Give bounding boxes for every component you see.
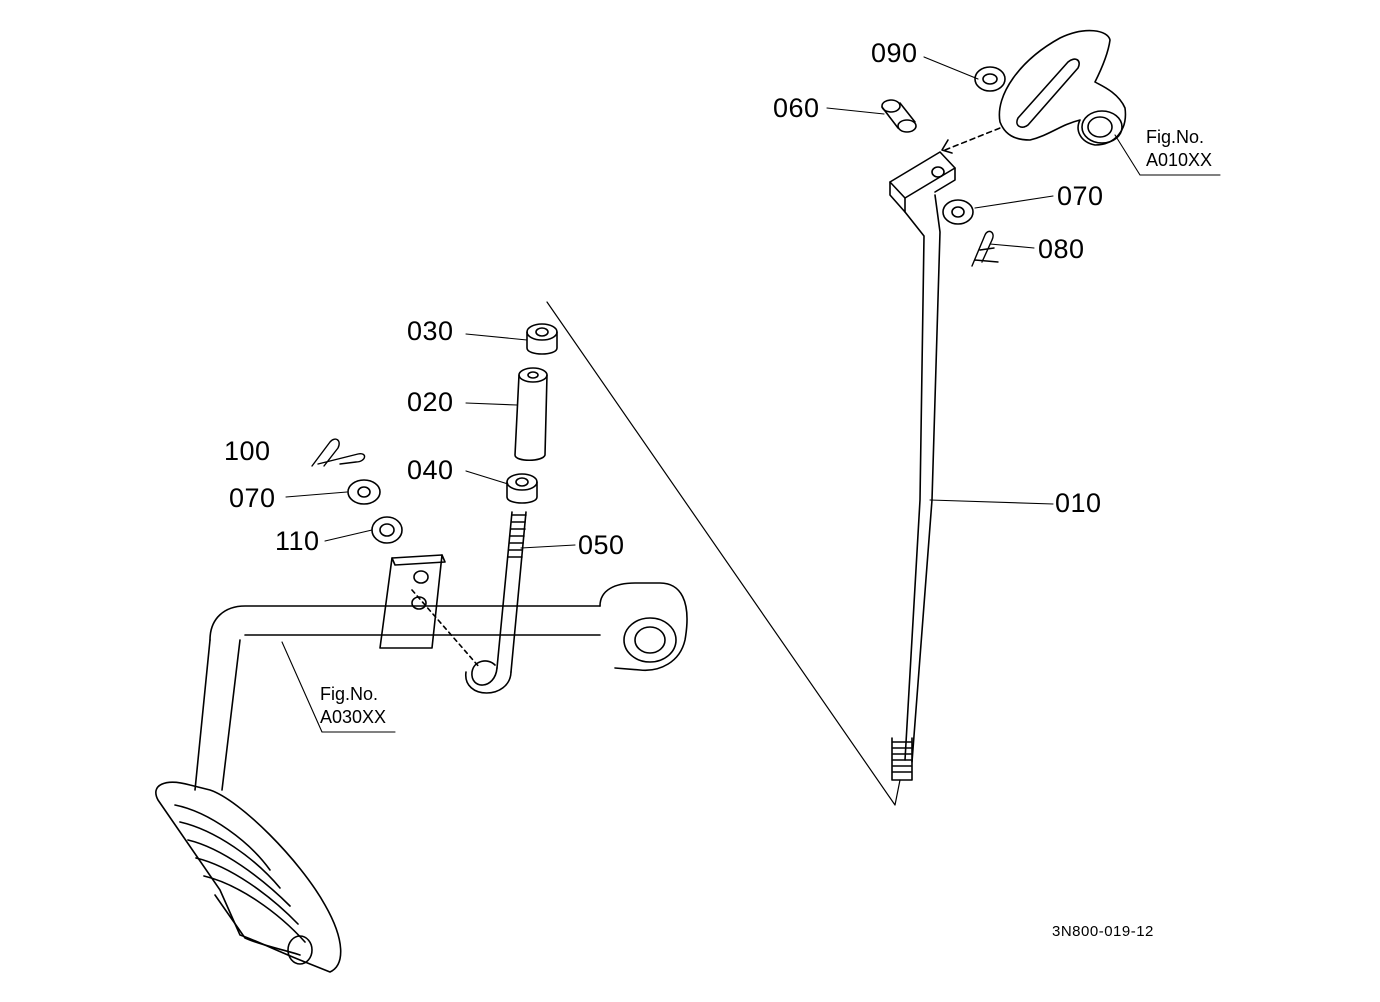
sleeve-020: [514, 367, 548, 462]
nut-030: [526, 323, 558, 355]
pin-060: [881, 99, 917, 133]
washer-070-top: [942, 199, 974, 225]
diagram-code: 3N800-019-12: [1052, 923, 1154, 940]
nut-090: [974, 66, 1006, 92]
callout-070-left: 070: [229, 483, 276, 513]
figure-ref-bottom-left-line1: Fig.No.: [320, 684, 379, 704]
assembly-arrow: [944, 127, 1001, 151]
pedal-assembly: [194, 554, 688, 791]
callout-010: 010: [1055, 488, 1102, 518]
rod-010: [889, 151, 956, 781]
rod-050: [465, 511, 527, 694]
figure-ref-bottom-left-line2: A030XX: [320, 706, 387, 727]
callout-110: 110: [275, 526, 320, 556]
bracket-bore: [1087, 116, 1113, 138]
washer-070-left: [347, 479, 381, 505]
callout-090: 090: [871, 38, 918, 68]
leader-lines: [281, 56, 1221, 733]
callout-070-top: 070: [1057, 181, 1104, 211]
washer-110: [371, 516, 403, 544]
assembly-line: [546, 301, 901, 806]
figure-ref-top-right: Fig.No. A010XX: [1146, 126, 1212, 171]
assembly-arrowhead: [941, 139, 953, 154]
callout-050: 050: [578, 530, 625, 560]
callout-020: 020: [407, 387, 454, 417]
bracket-slot: [1016, 58, 1080, 128]
figure-ref-top-right-line2: A010XX: [1146, 149, 1213, 170]
callout-030: 030: [407, 316, 454, 346]
pedal-pad: [155, 781, 342, 973]
clip-080: [971, 230, 999, 267]
figure-ref-top-right-line1: Fig.No.: [1146, 127, 1205, 147]
clip-100: [311, 438, 366, 467]
callout-100: 100: [224, 436, 271, 466]
top-bracket: [998, 29, 1127, 146]
bracket-boss: [1081, 110, 1123, 144]
callout-060: 060: [773, 93, 820, 123]
callout-080: 080: [1038, 234, 1085, 264]
callout-040: 040: [407, 455, 454, 485]
bracket-plate: [998, 29, 1127, 146]
figure-ref-bottom-left: Fig.No. A030XX: [320, 683, 386, 728]
nut-040: [506, 473, 538, 504]
